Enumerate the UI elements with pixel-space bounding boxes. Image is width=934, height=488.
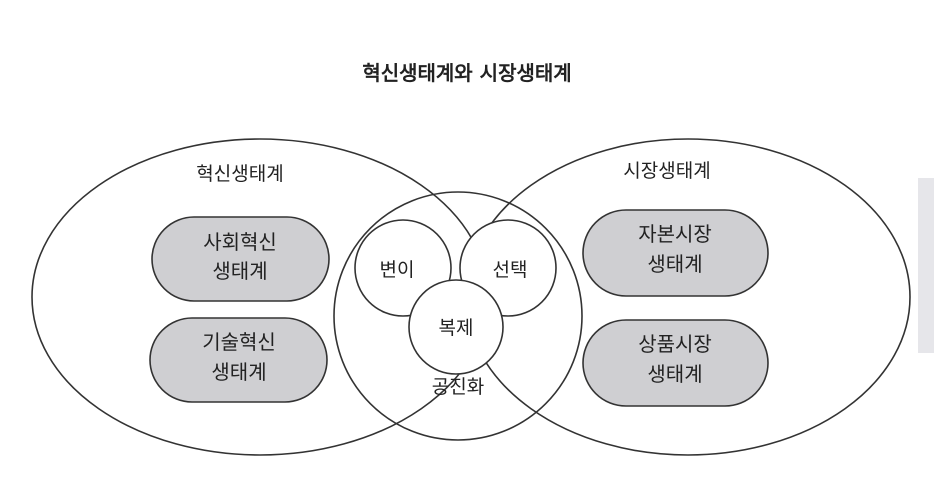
coevolution-circle — [333, 191, 583, 441]
replication-circle — [408, 279, 504, 375]
pill-label-line1: 기술혁신 — [202, 330, 276, 354]
pill-label-line2: 생태계 — [212, 259, 267, 283]
innovation-ecosystem-label: 혁신생태계 — [196, 163, 283, 185]
diagram-title: 혁신생태계와 시장생태계 — [362, 61, 571, 85]
social-innovation-ecosystem-pill: 사회혁신 생태계 — [151, 216, 330, 302]
page-edge-strip — [918, 178, 934, 353]
pill-label-line2: 생태계 — [647, 362, 702, 386]
pill-label-line2: 생태계 — [647, 252, 702, 276]
pill-label-line2: 생태계 — [211, 360, 266, 384]
market-ecosystem-label: 시장생태계 — [623, 160, 710, 182]
variation-label: 변이 — [380, 259, 415, 281]
selection-label: 선택 — [493, 259, 528, 281]
pill-label-line1: 사회혁신 — [203, 230, 277, 254]
coevolution-label: 공진화 — [432, 376, 484, 398]
pill-label-line1: 상품시장 — [638, 332, 712, 356]
capital-market-ecosystem-pill: 자본시장 생태계 — [582, 209, 769, 297]
pill-label-line1: 자본시장 — [638, 222, 712, 246]
product-market-ecosystem-pill: 상품시장 생태계 — [582, 319, 769, 407]
technology-innovation-ecosystem-pill: 기술혁신 생태계 — [149, 317, 328, 403]
replication-label: 복제 — [439, 317, 474, 339]
